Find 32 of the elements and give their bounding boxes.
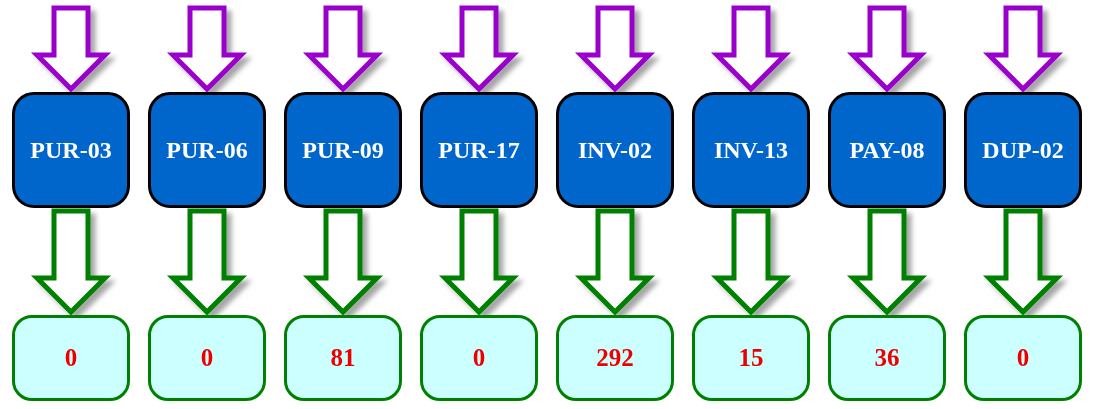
arrow — [30, 5, 112, 93]
code-box: PUR-03 — [12, 92, 130, 208]
code-box: PUR-09 — [284, 92, 402, 208]
arrow — [302, 208, 384, 316]
count-box: 36 — [828, 315, 946, 401]
arrow — [166, 5, 248, 93]
arrow — [982, 208, 1064, 316]
arrow — [302, 5, 384, 93]
arrow — [166, 208, 248, 316]
arrow — [846, 208, 928, 316]
arrow — [438, 5, 520, 93]
count-box: 81 — [284, 315, 402, 401]
code-box: PUR-17 — [420, 92, 538, 208]
count-box: 0 — [12, 315, 130, 401]
code-box: PUR-06 — [148, 92, 266, 208]
arrow — [574, 208, 656, 316]
code-box: DUP-02 — [964, 92, 1082, 208]
arrow — [710, 5, 792, 93]
arrow — [438, 208, 520, 316]
arrow — [982, 5, 1064, 93]
arrow — [846, 5, 928, 93]
count-box: 0 — [148, 315, 266, 401]
arrow — [574, 5, 656, 93]
code-box: PAY-08 — [828, 92, 946, 208]
count-box: 0 — [964, 315, 1082, 401]
count-box: 15 — [692, 315, 810, 401]
count-box: 292 — [556, 315, 674, 401]
count-box: 0 — [420, 315, 538, 401]
arrow — [710, 208, 792, 316]
code-box: INV-13 — [692, 92, 810, 208]
code-box: INV-02 — [556, 92, 674, 208]
arrow — [30, 208, 112, 316]
